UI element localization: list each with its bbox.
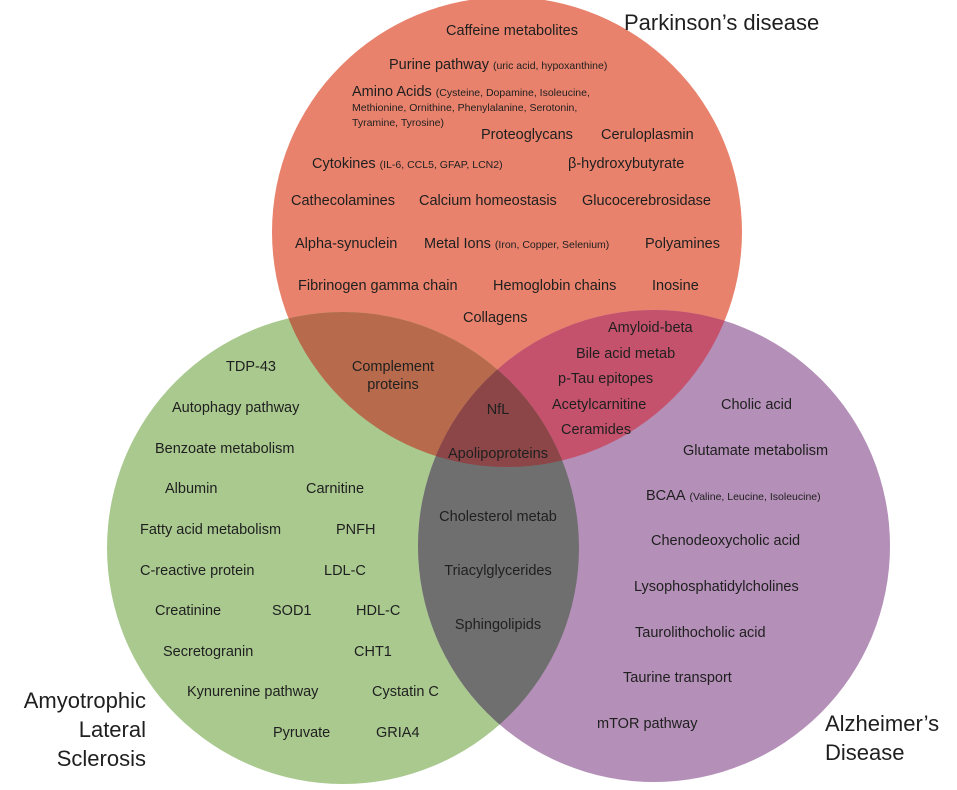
pd-item: Ceruloplasmin xyxy=(601,127,694,143)
ad-item: Glutamate metabolism xyxy=(683,443,828,459)
pd-item: Purine pathway(uric acid, hypoxanthine) xyxy=(389,57,607,73)
alzheimers-title: Alzheimer’s xyxy=(825,711,939,736)
als-title: Lateral xyxy=(79,717,146,742)
pd-item: β-hydroxybutyrate xyxy=(568,156,684,172)
pd-item: Alpha-synuclein xyxy=(295,236,397,252)
als-item: GRIA4 xyxy=(376,725,420,741)
ad-item: Chenodeoxycholic acid xyxy=(651,533,800,549)
pd-ad-item: Amyloid-beta xyxy=(608,320,694,336)
als-ad-item: Triacylglycerides xyxy=(444,563,551,579)
als-item: SOD1 xyxy=(272,603,312,619)
pd-ad-item: Bile acid metab xyxy=(576,346,675,362)
als-item: Kynurenine pathway xyxy=(187,684,319,700)
pd-als-item: proteins xyxy=(367,377,419,393)
als-item: CHT1 xyxy=(354,644,392,660)
als-item: Pyruvate xyxy=(273,725,330,741)
pd-item: Fibrinogen gamma chain xyxy=(298,278,458,294)
pd-item-detail: Tyramine, Tyrosine) xyxy=(352,117,444,129)
pd-item: Polyamines xyxy=(645,236,720,252)
als-title: Sclerosis xyxy=(57,746,146,771)
ad-item: Lysophosphatidylcholines xyxy=(634,579,799,595)
pd-ad-item: Acetylcarnitine xyxy=(552,397,646,413)
alzheimers-title: Disease xyxy=(825,740,904,765)
all-three-overlap xyxy=(418,312,579,467)
pd-item: Metal Ions(Iron, Copper, Selenium) xyxy=(424,236,609,252)
ad-item: Cholic acid xyxy=(721,397,792,413)
als-item: Creatinine xyxy=(155,603,221,619)
pd-item: Cytokines(IL-6, CCL5, GFAP, LCN2) xyxy=(312,156,503,172)
pd-item: Calcium homeostasis xyxy=(419,193,557,209)
pd-item: Amino Acids(Cysteine, Dopamine, Isoleuci… xyxy=(352,84,590,100)
als-item: Fatty acid metabolism xyxy=(140,522,281,538)
als-item: HDL-C xyxy=(356,603,400,619)
all-three-item: NfL xyxy=(487,402,510,418)
pd-item: Collagens xyxy=(463,310,528,326)
als-item: Secretogranin xyxy=(163,644,253,660)
parkinsons-title: Parkinson’s disease xyxy=(624,10,819,35)
als-item: C-reactive protein xyxy=(140,563,254,579)
pd-item: Glucocerebrosidase xyxy=(582,193,711,209)
als-title: Amyotrophic xyxy=(24,688,146,713)
ad-item: Taurine transport xyxy=(623,670,732,686)
pd-ad-item: p-Tau epitopes xyxy=(558,371,653,387)
pd-item: Inosine xyxy=(652,278,699,294)
pd-item-detail: Methionine, Ornithine, Phenylalanine, Se… xyxy=(352,102,577,114)
als-item: PNFH xyxy=(336,522,375,538)
pd-item: Proteoglycans xyxy=(481,127,573,143)
als-item: TDP-43 xyxy=(226,359,276,375)
pd-item: Hemoglobin chains xyxy=(493,278,616,294)
als-item: LDL-C xyxy=(324,563,366,579)
als-item: Carnitine xyxy=(306,481,364,497)
ad-item: mTOR pathway xyxy=(597,716,698,732)
ad-item: BCAA(Valine, Leucine, Isoleucine) xyxy=(646,488,821,504)
all-three-item: Apolipoproteins xyxy=(448,446,548,462)
als-ad-item: Cholesterol metab xyxy=(439,509,557,525)
als-item: Albumin xyxy=(165,481,217,497)
als-ad-item: Sphingolipids xyxy=(455,617,541,633)
als-item: Autophagy pathway xyxy=(172,400,300,416)
als-item: Benzoate metabolism xyxy=(155,441,294,457)
als-item: Cystatin C xyxy=(372,684,439,700)
pd-item: Caffeine metabolites xyxy=(446,23,578,39)
ad-item: Taurolithocholic acid xyxy=(635,625,766,641)
pd-als-item: Complement xyxy=(352,359,434,375)
pd-item: Cathecolamines xyxy=(291,193,395,209)
pd-ad-item: Ceramides xyxy=(561,422,631,438)
